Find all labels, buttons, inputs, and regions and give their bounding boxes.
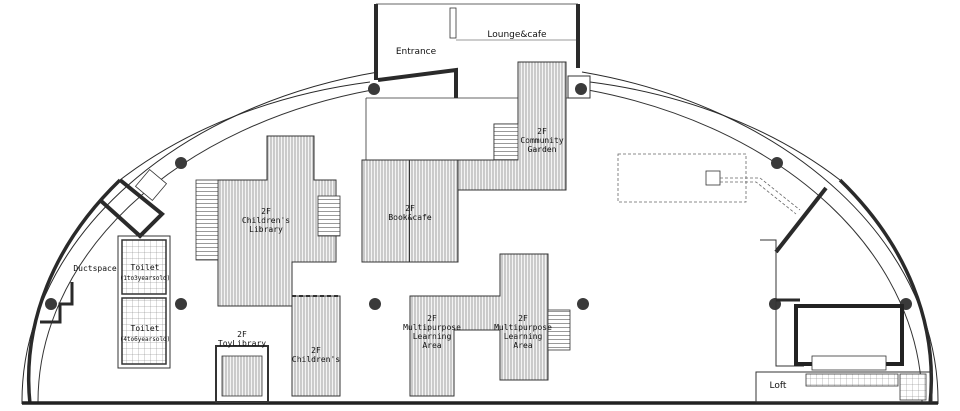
community-floor-label: 2F bbox=[537, 127, 547, 136]
childlib-floor-label: 2F bbox=[261, 207, 271, 216]
structural-columns bbox=[45, 83, 912, 310]
toylib-label: ToyLibrary bbox=[218, 339, 266, 348]
toilet2-label: Toilet bbox=[131, 324, 160, 333]
childrens-area bbox=[291, 295, 341, 397]
ductspace-label: Ductspace bbox=[73, 264, 117, 273]
lounge-cafe-label: Lounge&cafe bbox=[487, 30, 547, 40]
toilet2-sub-label: (4to6yearsold) bbox=[120, 336, 171, 343]
childlib-label-2: Library bbox=[249, 225, 283, 234]
loft-label: Loft bbox=[770, 381, 787, 391]
community-garden-area bbox=[457, 61, 567, 191]
toilet1-label: Toilet bbox=[131, 263, 160, 272]
multi1-label-2: Learning bbox=[413, 332, 452, 341]
book-cafe-area bbox=[361, 159, 459, 263]
book-floor-label: 2F bbox=[405, 204, 415, 213]
entrance-block bbox=[365, 3, 591, 160]
childrens-library-area bbox=[195, 135, 341, 307]
multi2-label-2: Learning bbox=[504, 332, 543, 341]
toylib-floor-label: 2F bbox=[237, 330, 247, 339]
childlib-label-1: Children's bbox=[242, 216, 290, 225]
children-floor-label: 2F bbox=[311, 346, 321, 355]
community-label-2: Garden bbox=[528, 145, 557, 154]
book-cafe-label: Book&cafe bbox=[388, 213, 432, 222]
service-zone-right bbox=[617, 153, 933, 403]
multi1-floor-label: 2F bbox=[427, 314, 437, 323]
community-label-1: Community bbox=[520, 136, 564, 145]
service-zone-left bbox=[40, 168, 171, 369]
multipurpose-area bbox=[409, 253, 571, 397]
multi2-label-3: Area bbox=[513, 341, 532, 350]
multi1-label-3: Area bbox=[422, 341, 441, 350]
children-label: Children's bbox=[292, 355, 340, 364]
outer-wall bbox=[21, 71, 939, 405]
entrance-label: Entrance bbox=[396, 47, 437, 57]
toy-library-area bbox=[215, 345, 269, 403]
multi2-label-1: Multipurpose bbox=[494, 323, 552, 332]
toilet1-sub-label: (1to3yearsold) bbox=[120, 275, 171, 282]
multi2-floor-label: 2F bbox=[518, 314, 528, 323]
multi1-label-1: Multipurpose bbox=[403, 323, 461, 332]
